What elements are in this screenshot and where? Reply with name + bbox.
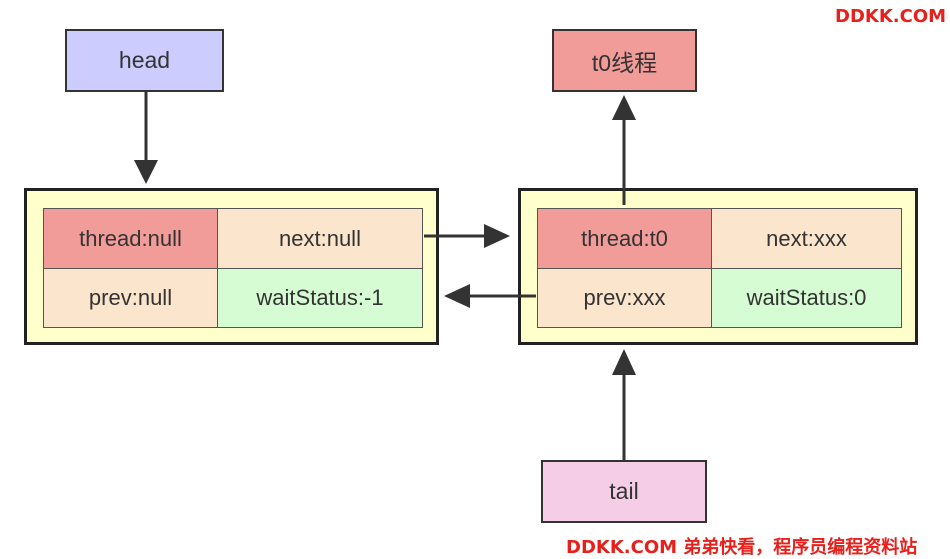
thread-pointer-arrow bbox=[612, 95, 636, 205]
node1-next-cell: next:null bbox=[217, 208, 423, 269]
node1-thread-text: thread:null bbox=[79, 225, 182, 251]
head-label: head bbox=[118, 47, 171, 73]
node2-prev-text: prev:xxx bbox=[583, 285, 666, 310]
node2-thread-text: thread:t0 bbox=[581, 225, 668, 251]
node1-prev-cell: prev:null bbox=[43, 268, 218, 328]
watermark-bottom: DDKK.COM 弟弟快看，程序员编程资料站 bbox=[566, 537, 918, 558]
node2-waitstatus-cell: waitStatus:0 bbox=[711, 268, 902, 328]
node1-prev-text: prev:null bbox=[88, 285, 173, 310]
node2-next-text: next:xxx bbox=[766, 225, 847, 251]
node2-thread-cell: thread:t0 bbox=[537, 208, 712, 269]
tail-node: thread:t0 next:xxx prev:xxx waitStatus:0 bbox=[518, 188, 918, 345]
node1-next-text: next:null bbox=[279, 225, 361, 251]
watermark-top: DDKK.COM bbox=[835, 6, 947, 27]
tail-to-node-arrow bbox=[612, 349, 636, 460]
head-to-node-arrow bbox=[134, 92, 158, 184]
thread-t0-label: t0线程 bbox=[591, 49, 658, 76]
node2-next-cell: next:xxx bbox=[711, 208, 902, 269]
node2-waitstatus-text: waitStatus:0 bbox=[746, 285, 867, 310]
node1-waitstatus-cell: waitStatus:-1 bbox=[217, 268, 423, 328]
tail-label: tail bbox=[609, 478, 639, 504]
thread-t0-box: t0线程 bbox=[552, 29, 697, 92]
node2-prev-cell: prev:xxx bbox=[537, 268, 712, 328]
head-pointer-box: head bbox=[65, 29, 224, 92]
node1-thread-cell: thread:null bbox=[43, 208, 218, 269]
next-pointer-arrow bbox=[424, 224, 510, 248]
tail-pointer-box: tail bbox=[541, 460, 707, 523]
node1-waitstatus-text: waitStatus:-1 bbox=[256, 285, 384, 310]
head-node: thread:null next:null prev:null waitStat… bbox=[24, 188, 439, 345]
prev-pointer-arrow bbox=[444, 284, 536, 308]
